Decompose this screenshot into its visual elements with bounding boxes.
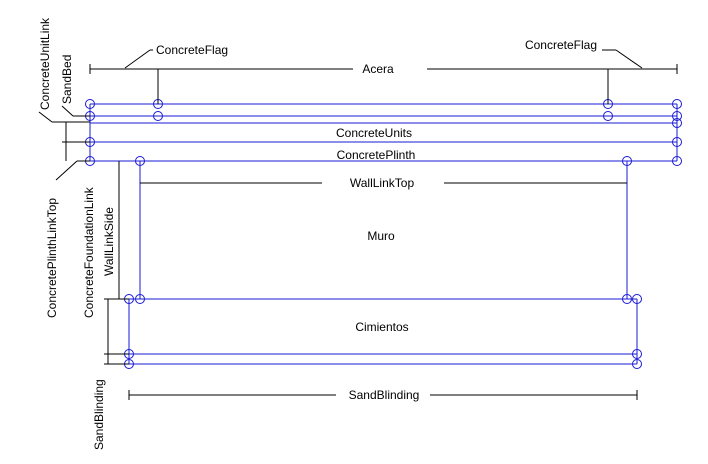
muro-label: Muro	[367, 229, 395, 243]
concrete-plinth-label: ConcretePlinth	[337, 148, 416, 162]
node	[672, 99, 682, 109]
concrete-flag-right-label: ConcreteFlag	[525, 38, 597, 52]
concrete-flag-right-leader	[615, 49, 643, 69]
node	[135, 156, 145, 166]
node	[622, 294, 632, 304]
concrete-unit-link-leader	[38, 111, 53, 123]
concrete-flag-left-label: ConcreteFlag	[156, 43, 228, 57]
node	[622, 156, 632, 166]
node	[153, 111, 163, 121]
node	[135, 294, 145, 304]
annotation-group	[38, 49, 678, 400]
sand-blinding-bottom-label: SandBlinding	[349, 388, 420, 402]
concrete-flag-left-leader	[124, 49, 151, 69]
concrete-unit-link-label: ConcreteUnitLink	[38, 17, 52, 110]
node	[672, 156, 682, 166]
concrete-plinth-link-top-label: ConcretePlinthLinkTop	[45, 198, 59, 318]
node	[85, 99, 95, 109]
cimientos-label: Cimientos	[355, 320, 408, 334]
node	[632, 294, 642, 304]
sand-blinding-side-label: SandBlinding	[92, 379, 106, 450]
wall-link-top-label: WallLinkTop	[350, 176, 415, 190]
node	[672, 111, 682, 121]
node	[672, 137, 682, 147]
node	[603, 111, 613, 121]
concrete-units-label: ConcreteUnits	[336, 126, 412, 140]
node	[632, 359, 642, 369]
sand-bed-label: SandBed	[60, 55, 74, 104]
sand-bed-leader	[61, 105, 74, 117]
node	[632, 349, 642, 359]
acera-label: Acera	[362, 62, 394, 76]
node	[672, 118, 682, 128]
wall-link-side-label: WallLinkSide	[102, 207, 116, 276]
concrete-plinth-link-top-leader	[55, 160, 78, 181]
concrete-foundation-link-label: ConcreteFoundationLink	[82, 186, 96, 318]
